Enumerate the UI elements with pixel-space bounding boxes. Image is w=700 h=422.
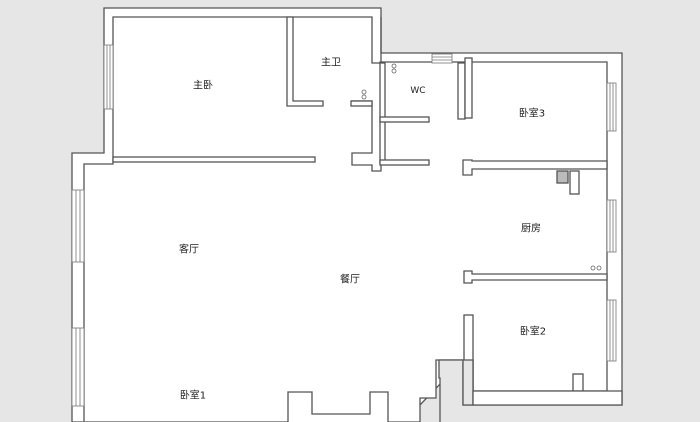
wall-stub [350,100,373,107]
room-label-bedroom-2: 卧室2 [519,326,547,338]
wall-master-bottom [112,156,316,163]
wall-bed3-left [464,57,473,119]
window-living-2 [71,327,85,407]
wall-bed3-bottom [462,159,608,176]
room-label-wc: WC [410,86,426,96]
wall-wc-bottom [379,159,430,166]
pipe-icon [361,89,367,95]
wall-bottom-bay [287,391,389,422]
wall-wc-mid [379,116,430,123]
wall-master-bath [286,16,324,107]
room-label-master-bath: 主卫 [321,57,341,69]
window-wc [431,53,453,64]
wall-kitchen-stub [569,170,580,195]
room-label-kitchen: 厨房 [521,223,541,235]
room-label-dining-room: 餐厅 [340,274,360,286]
room-label-living-room: 客厅 [179,244,199,256]
window-living-1 [71,189,85,263]
wall-master-bath-right [351,17,382,172]
room-label-master-bedroom: 主卧 [193,80,213,92]
window-bed2 [606,299,617,362]
wall-kitchen-bottom [463,270,608,284]
window-bed3 [606,82,617,132]
wall-bed2-stub [572,373,584,392]
pipe-icon [590,265,596,271]
exterior-notch [472,390,623,406]
window-kitchen [606,199,617,253]
room-label-bedroom-3: 卧室3 [518,108,546,120]
exterior-corner [438,359,474,422]
wall-wc-right [457,62,466,120]
window-master [103,44,114,110]
kitchen-shaft [556,170,569,184]
wall-wc-left [379,62,386,164]
pipe-icon [391,63,397,69]
room-label-bedroom-1: 卧室1 [179,390,207,402]
